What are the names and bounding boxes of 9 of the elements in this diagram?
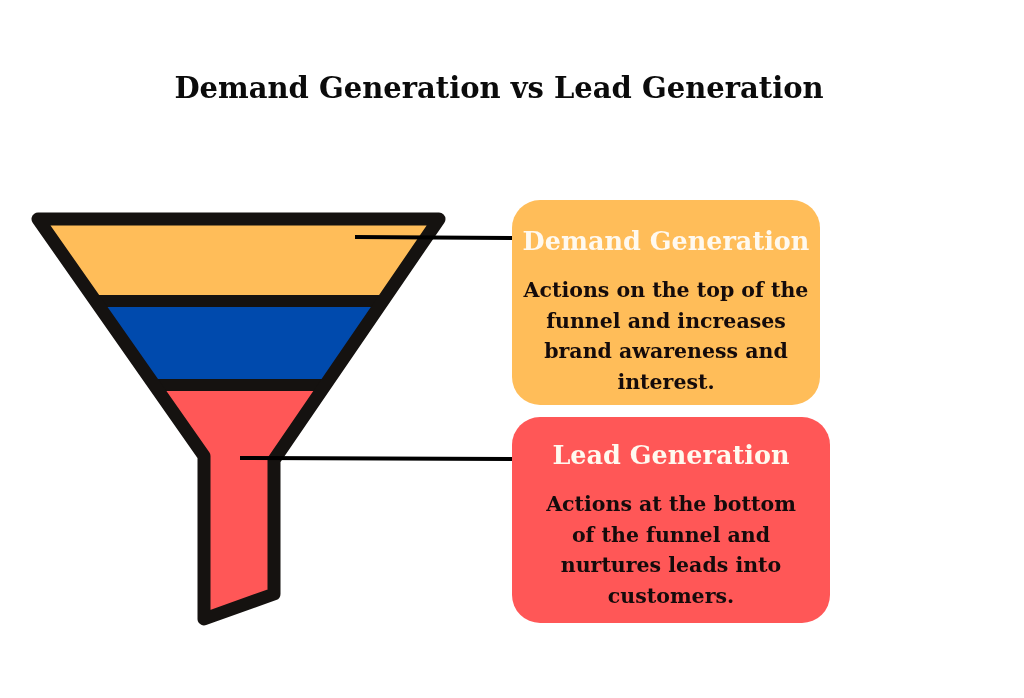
card-heading: Demand Generation (522, 225, 810, 258)
leader-line (240, 456, 512, 461)
leader-line (355, 235, 512, 240)
info-card (512, 417, 830, 623)
diagram-title: Demand Generation vs Lead Generation (174, 70, 824, 106)
card-description: Actions on the top of the funnel and increases brand awareness and interest. (522, 277, 810, 396)
info-card (512, 200, 820, 405)
card-description: Actions at the bottom of the funnel and nurtures leads into customers. (545, 491, 797, 610)
card-heading: Lead Generation (552, 439, 790, 472)
